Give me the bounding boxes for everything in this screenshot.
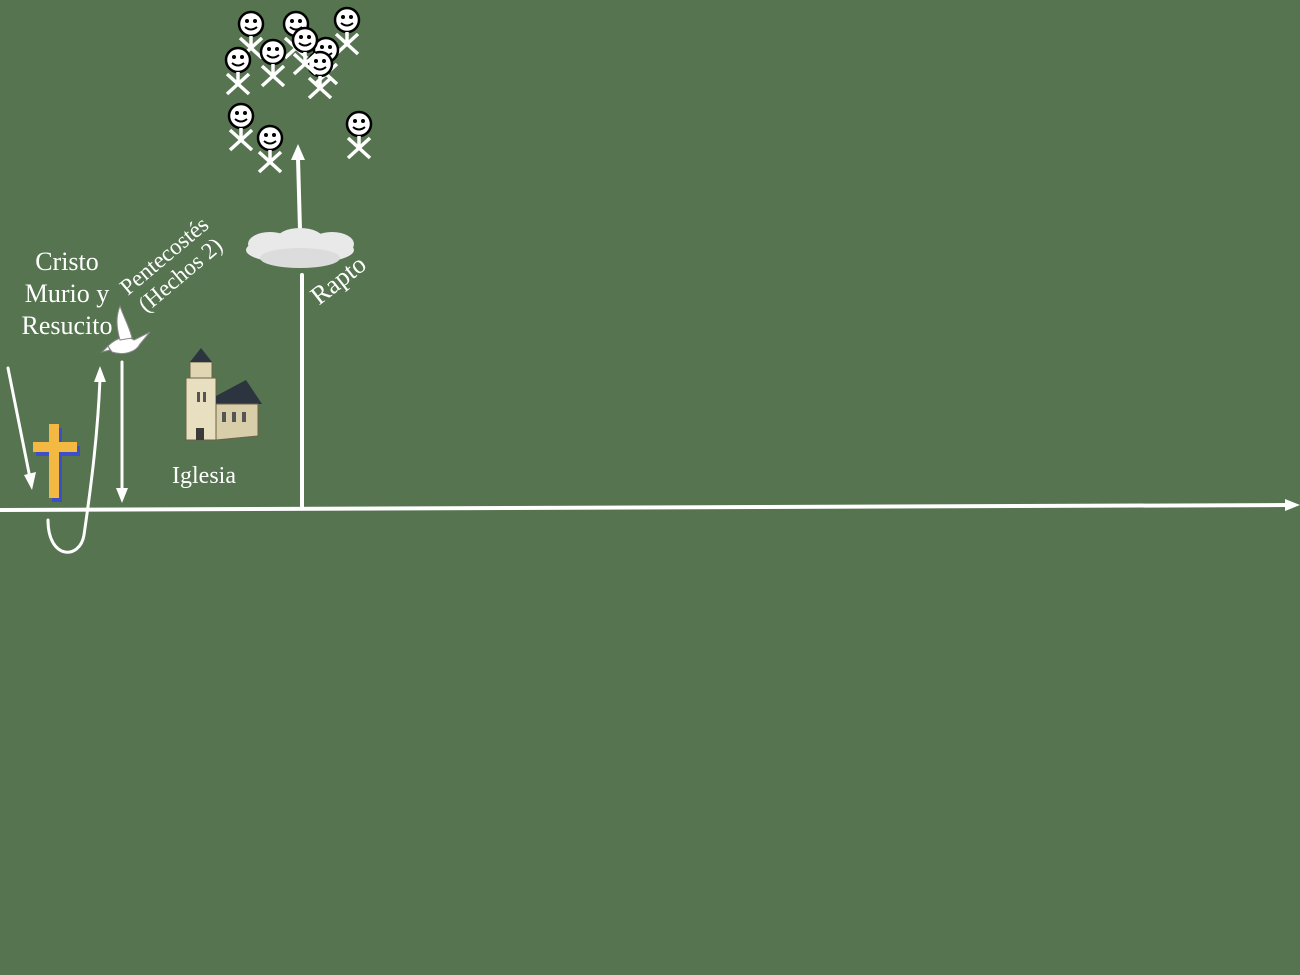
stick-figure-icon	[259, 38, 287, 88]
stick-figure-icon	[227, 102, 255, 152]
resurrection-arrow	[46, 366, 106, 554]
stick-figure-icon	[333, 6, 361, 56]
timeline-axis	[0, 499, 1300, 512]
iglesia-label: Iglesia	[172, 463, 236, 489]
cristo-line-1: Cristo	[35, 247, 99, 276]
pentecost-arrow	[116, 360, 128, 503]
church-icon	[185, 348, 262, 441]
stick-figure-icon	[345, 110, 373, 160]
descent-arrow	[6, 366, 36, 490]
cristo-line-3: Resucito	[21, 311, 113, 340]
stick-figure-icon	[291, 26, 319, 76]
cross-icon	[33, 424, 80, 502]
dove-icon	[100, 304, 151, 355]
rapture-arrow	[291, 144, 305, 510]
cloud-icon	[246, 228, 354, 268]
stick-figure-icon	[256, 124, 284, 174]
stick-figure-icon	[224, 46, 252, 96]
cristo-line-2: Murio y	[24, 279, 110, 308]
raptured-people	[224, 6, 373, 174]
cristo-label: Cristo Murio y Resucito	[14, 246, 120, 342]
stick-figure-icon	[237, 10, 265, 60]
